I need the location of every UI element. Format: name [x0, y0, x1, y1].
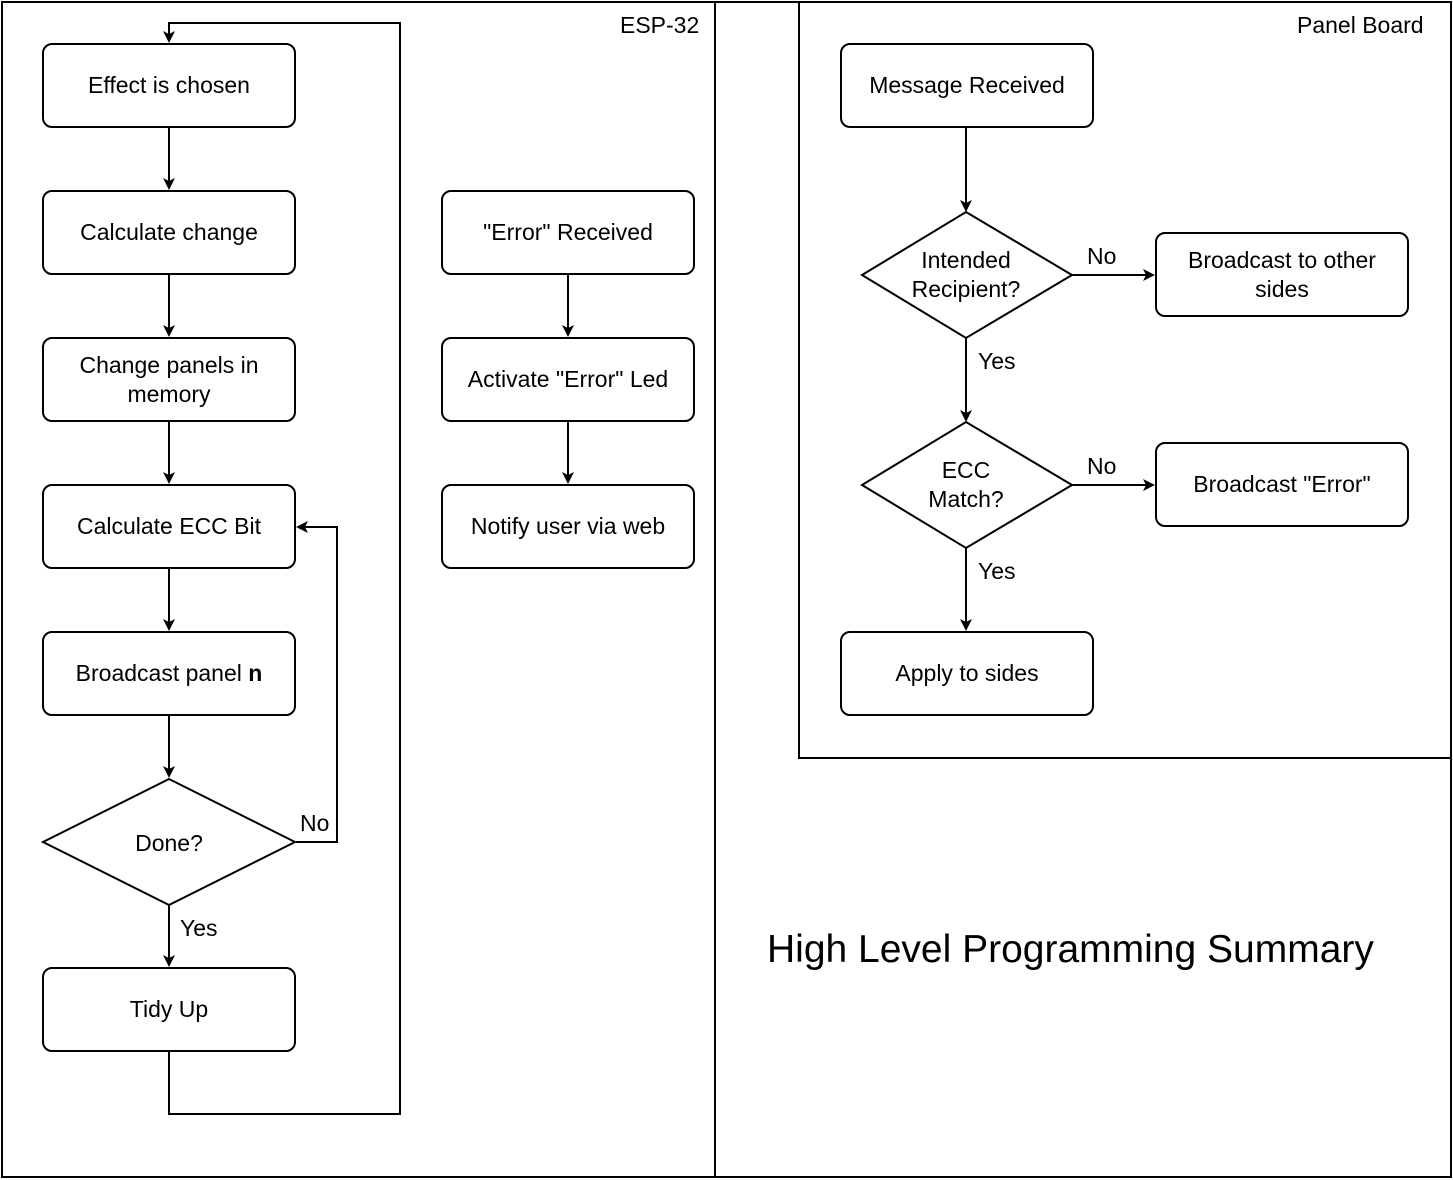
message-received-node: Message Received: [840, 43, 1094, 128]
diagram-title: High Level Programming Summary: [767, 928, 1374, 971]
notify-user-node: Notify user via web: [441, 484, 695, 569]
broadcast-error-node: Broadcast "Error": [1155, 442, 1409, 527]
apply-to-sides-node: Apply to sides: [840, 631, 1094, 716]
effect-chosen-node: Effect is chosen: [42, 43, 296, 128]
done-yes-label: Yes: [180, 915, 218, 941]
intended-recipient-diamond: [860, 210, 1074, 340]
broadcast-panel-node: Broadcast panel n: [42, 631, 296, 716]
panel-board-lane-title: Panel Board: [1297, 12, 1424, 38]
recipient-yes-label: Yes: [978, 348, 1016, 374]
ecc-no-label: No: [1087, 453, 1117, 479]
ecc-match-label: ECC Match?: [928, 457, 1004, 512]
calculate-change-node: Calculate change: [42, 190, 296, 275]
panel-index-variable: n: [248, 660, 263, 686]
ecc-yes-label: Yes: [978, 558, 1016, 584]
done-decision-diamond: [40, 777, 298, 907]
panel-board-lane: [798, 1, 1452, 759]
done-decision-label: Done?: [135, 829, 203, 856]
broadcast-other-sides-node: Broadcast to other sides: [1155, 232, 1409, 317]
activate-error-led-node: Activate "Error" Led: [441, 337, 695, 422]
calculate-ecc-node: Calculate ECC Bit: [42, 484, 296, 569]
done-no-label: No: [300, 810, 330, 836]
esp32-lane-title: ESP-32: [620, 12, 700, 38]
change-panels-node: Change panels in memory: [42, 337, 296, 422]
intended-recipient-label: Intended Recipient?: [911, 247, 1021, 302]
broadcast-panel-label: Broadcast panel n: [75, 660, 263, 686]
error-received-node: "Error" Received: [441, 190, 695, 275]
ecc-match-diamond: [860, 420, 1074, 550]
tidy-up-node: Tidy Up: [42, 967, 296, 1052]
recipient-no-label: No: [1087, 243, 1117, 269]
